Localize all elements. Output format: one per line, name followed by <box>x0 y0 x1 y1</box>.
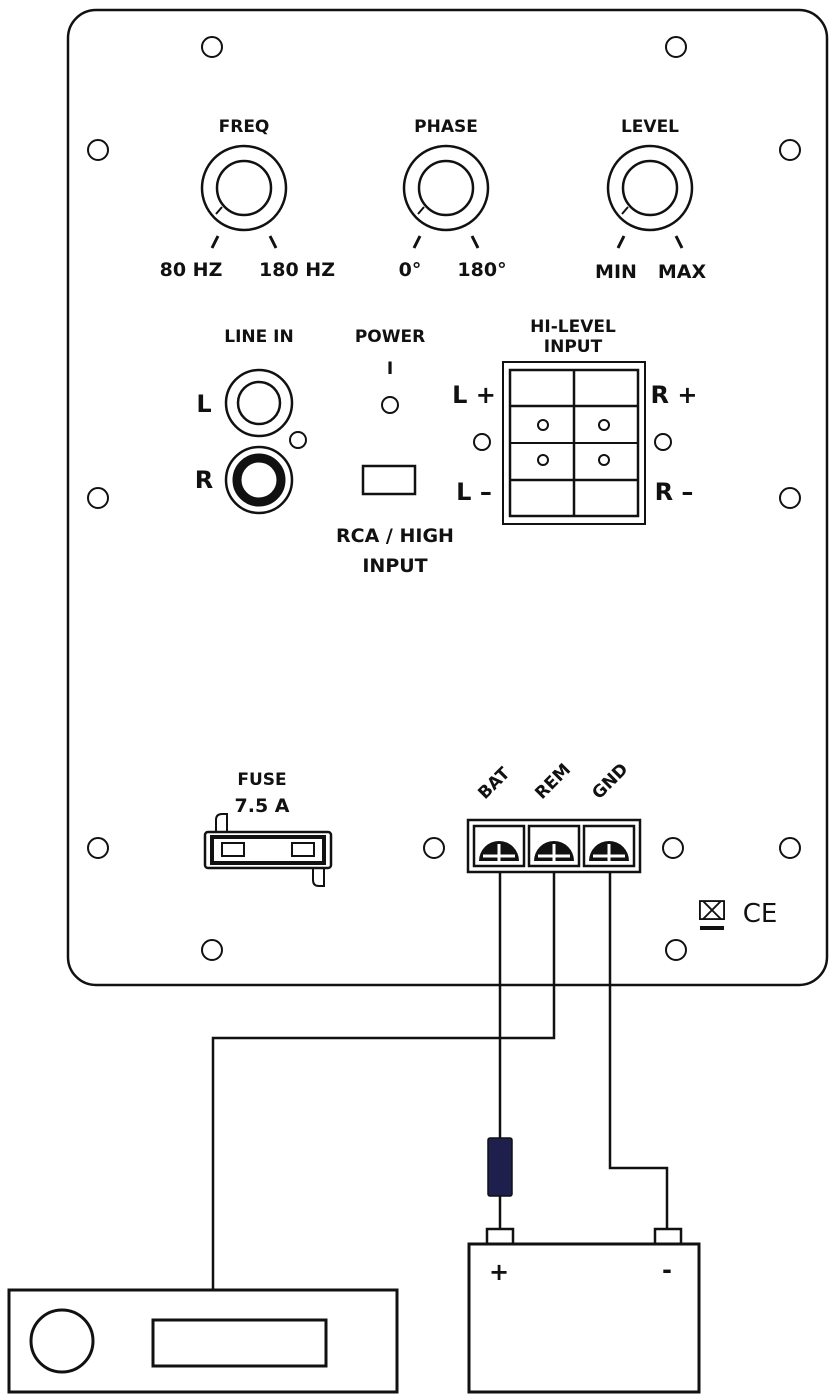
freq-knob-pointer <box>215 206 223 215</box>
hi-level-screw <box>537 454 549 466</box>
hi-level-left-minus: L – <box>456 478 492 506</box>
fuse-title: FUSE <box>237 770 286 790</box>
hi-level-screw <box>598 419 610 431</box>
mounting-hole <box>779 837 801 859</box>
terminal-screw-slot <box>483 844 515 861</box>
battery-plus-label: + <box>489 1258 509 1286</box>
phase-min-tick <box>412 235 422 249</box>
mounting-hole <box>662 837 684 859</box>
line-in-title: LINE IN <box>224 327 293 347</box>
amplifier-panel: FREQ 80 HZ 180 HZ PHASE 0° 180° LEVEL <box>66 8 829 987</box>
fuse-holder-tab <box>312 868 325 887</box>
freq-knob-group: FREQ 80 HZ 180 HZ <box>160 117 335 281</box>
power-mark: I <box>387 359 393 379</box>
inline-fuse-icon <box>487 1137 513 1197</box>
fuse-holder-tab <box>215 813 228 835</box>
mounting-hole <box>665 939 687 961</box>
phase-max-tick <box>470 235 480 249</box>
level-knob[interactable] <box>621 159 679 217</box>
mounting-holes <box>87 36 801 961</box>
power-terminal-block: BAT REM GND <box>466 759 642 874</box>
fuse-rating: 7.5 A <box>235 795 290 817</box>
hi-level-screw <box>537 419 549 431</box>
mounting-hole <box>87 487 109 509</box>
freq-min-tick <box>210 235 220 249</box>
power-led <box>381 396 399 414</box>
phase-title: PHASE <box>414 117 478 137</box>
blade-fuse-window <box>221 842 245 857</box>
level-knob-group: LEVEL MIN MAX <box>595 117 706 283</box>
line-in-led <box>289 431 307 449</box>
ground-wire <box>608 872 669 1232</box>
hi-level-left-plus: L + <box>452 381 496 409</box>
freq-max-label: 180 HZ <box>259 259 335 281</box>
panel-outline <box>66 8 829 987</box>
terminal-gnd[interactable] <box>582 824 636 868</box>
mounting-hole <box>779 487 801 509</box>
input-switch-label-line2: INPUT <box>362 555 427 577</box>
hi-level-input-group: HI-LEVEL INPUT L + R + L – R – <box>452 317 698 525</box>
line-in-group: LINE IN L R <box>195 327 307 515</box>
rca-right-jack-center <box>232 453 286 507</box>
hi-level-title-line2: INPUT <box>544 337 603 357</box>
level-min-tick <box>616 235 626 249</box>
level-min-label: MIN <box>595 261 637 283</box>
freq-min-label: 80 HZ <box>160 259 223 281</box>
remote-wire <box>211 872 556 1290</box>
hi-level-screw <box>598 454 610 466</box>
line-in-right-label: R <box>195 466 213 494</box>
mounting-hole <box>423 837 445 859</box>
head-unit-volume-knob <box>29 1308 95 1374</box>
rca-left-jack-center <box>236 380 282 426</box>
battery: + - <box>467 1227 701 1394</box>
mounting-hole <box>87 837 109 859</box>
mounting-hole <box>779 139 801 161</box>
phase-knob[interactable] <box>417 159 475 217</box>
head-unit <box>7 1288 399 1394</box>
hi-level-right-minus: R – <box>655 478 694 506</box>
battery-body <box>467 1242 701 1394</box>
battery-minus-label: - <box>662 1256 672 1284</box>
mounting-hole <box>87 139 109 161</box>
level-max-label: MAX <box>658 261 707 283</box>
rca-high-input-switch[interactable] <box>361 464 417 496</box>
fuse-group: FUSE 7.5 A <box>203 770 333 887</box>
level-title: LEVEL <box>621 117 679 137</box>
terminal-rem[interactable] <box>527 824 581 868</box>
phase-knob-group: PHASE 0° 180° <box>399 117 507 281</box>
line-in-left-label: L <box>196 390 211 418</box>
mounting-hole <box>665 36 687 58</box>
hi-level-led-left <box>473 433 491 451</box>
terminal-screw-slot <box>593 844 625 861</box>
terminal-bat[interactable] <box>472 824 526 868</box>
hi-level-title-line1: HI-LEVEL <box>530 317 616 337</box>
wiring <box>211 872 669 1290</box>
blade-fuse-window <box>291 842 315 857</box>
power-group: POWER I RCA / HIGH INPUT <box>336 327 454 577</box>
weee-icon: ⌧ <box>697 897 727 927</box>
power-title: POWER <box>355 327 425 347</box>
ce-mark-icon: CE <box>743 899 778 929</box>
terminal-screw-slot <box>538 844 570 861</box>
phase-max-label: 180° <box>457 259 506 281</box>
hi-level-right-plus: R + <box>651 381 698 409</box>
phase-knob-pointer <box>417 206 425 215</box>
freq-title: FREQ <box>219 117 270 137</box>
mounting-hole <box>201 36 223 58</box>
level-max-tick <box>674 235 684 249</box>
hi-level-led-right <box>654 433 672 451</box>
head-unit-display <box>151 1318 328 1368</box>
level-knob-pointer <box>621 206 629 215</box>
freq-max-tick <box>268 235 278 249</box>
phase-min-label: 0° <box>399 259 422 281</box>
compliance-marks: ⌧ CE <box>697 897 778 930</box>
mounting-hole <box>201 939 223 961</box>
freq-knob[interactable] <box>215 159 273 217</box>
input-switch-label-line1: RCA / HIGH <box>336 525 454 547</box>
